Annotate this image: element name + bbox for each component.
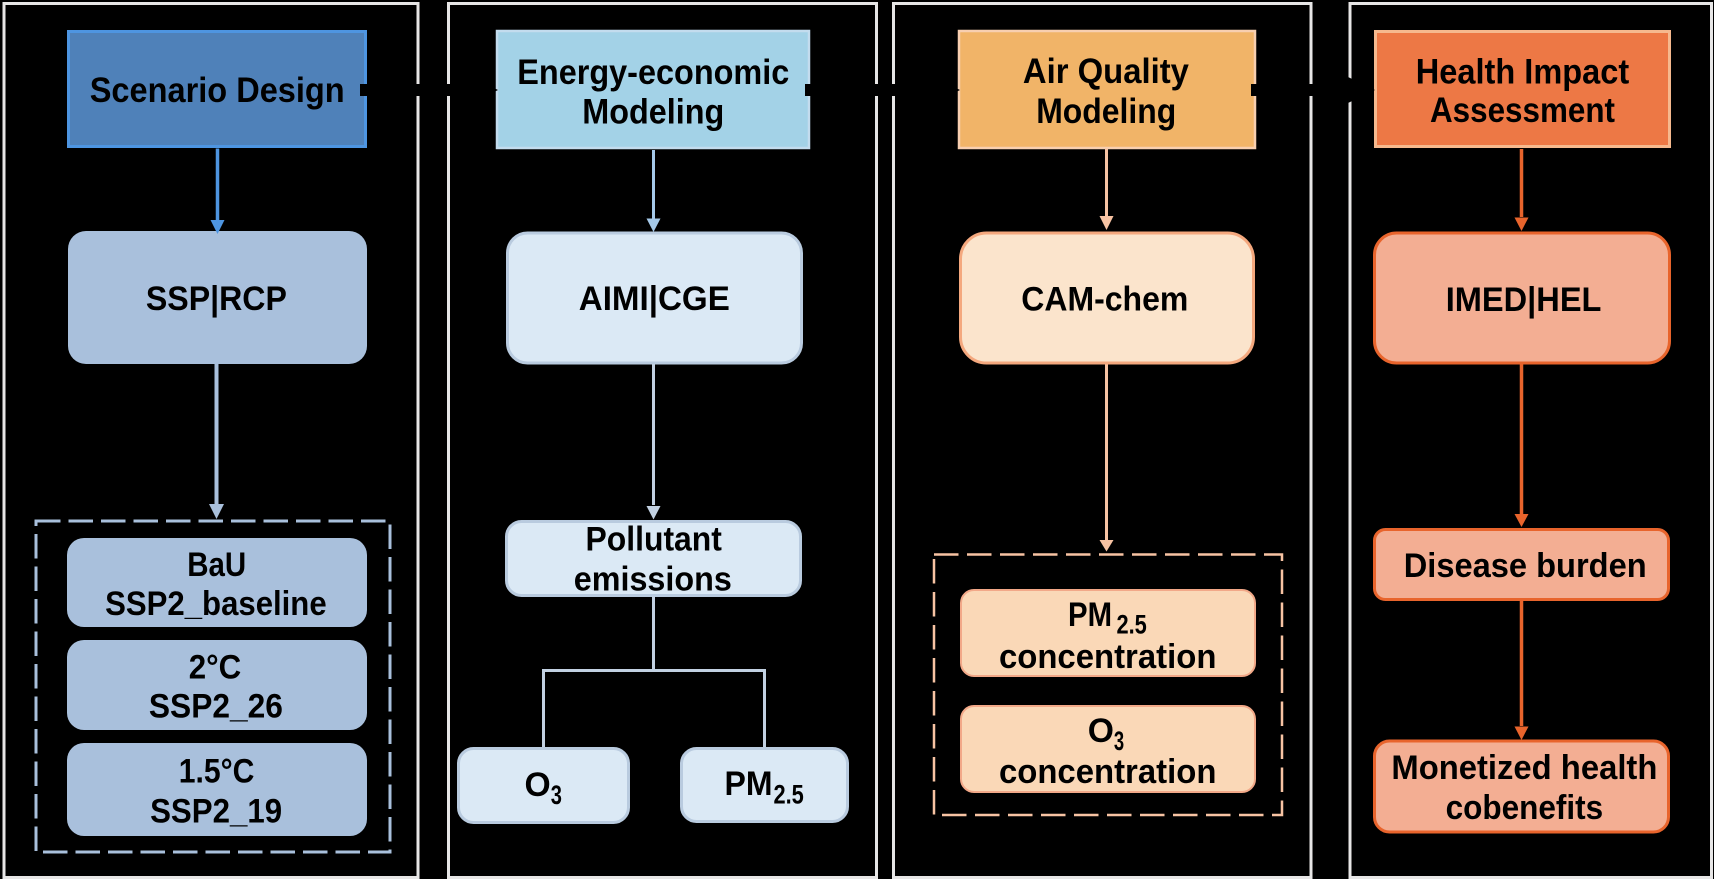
svg-text:Energy-economic: Energy-economic: [517, 53, 789, 92]
svg-text:Assessment: Assessment: [1430, 91, 1615, 130]
svg-text:concentration: concentration: [999, 638, 1217, 676]
svg-text:BaU: BaU: [187, 546, 246, 584]
svg-text:1.5°C: 1.5°C: [179, 752, 255, 790]
svg-text:cobenefits: cobenefits: [1446, 789, 1604, 827]
svg-text:Modeling: Modeling: [1036, 92, 1176, 131]
svg-text:IMED|HEL: IMED|HEL: [1446, 281, 1602, 319]
svg-text:PM2.5: PM2.5: [1068, 596, 1147, 640]
svg-text:Modeling: Modeling: [582, 93, 724, 132]
svg-text:O3: O3: [525, 766, 562, 810]
svg-text:SSP|RCP: SSP|RCP: [146, 280, 287, 318]
svg-text:Monetized health: Monetized health: [1391, 749, 1657, 787]
svg-text:Air Quality: Air Quality: [1023, 52, 1189, 91]
svg-text:SSP2_19: SSP2_19: [150, 792, 282, 830]
svg-text:2°C: 2°C: [189, 648, 242, 686]
svg-text:CAM-chem: CAM-chem: [1021, 281, 1188, 319]
svg-text:Health Impact: Health Impact: [1416, 53, 1630, 92]
svg-text:Scenario Design: Scenario Design: [90, 71, 345, 110]
svg-text:AIMI|CGE: AIMI|CGE: [579, 280, 730, 318]
svg-text:Pollutant: Pollutant: [586, 521, 722, 559]
svg-text:SSP2_26: SSP2_26: [149, 688, 283, 726]
svg-text:PM2.5: PM2.5: [725, 765, 804, 810]
svg-text:Disease burden: Disease burden: [1404, 547, 1647, 585]
svg-text:O3: O3: [1088, 712, 1125, 756]
svg-text:concentration: concentration: [999, 753, 1217, 791]
svg-text:SSP2_baseline: SSP2_baseline: [105, 585, 327, 623]
svg-text:emissions: emissions: [574, 560, 732, 598]
